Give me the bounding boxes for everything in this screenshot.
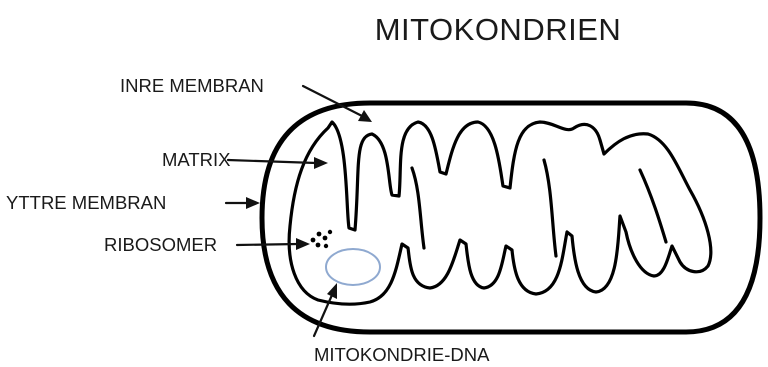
arrow-outer-membrane (226, 197, 260, 209)
label-ribosomes: RIBOSOMER (104, 234, 217, 255)
ribosome-dot (323, 236, 328, 241)
ribosome-dot (328, 230, 332, 234)
inner-membrane-shape (289, 122, 711, 304)
crista-detail-1 (412, 168, 424, 248)
diagram-title: MITOKONDRIEN (375, 12, 622, 47)
label-outer-membrane: YTTRE MEMBRAN (6, 192, 166, 213)
crista-detail-2 (544, 160, 556, 256)
ribosome-dot (324, 244, 328, 248)
label-inner-membrane: INRE MEMBRAN (120, 75, 264, 96)
crista-detail-3 (640, 170, 666, 242)
ribosome-dots (311, 230, 333, 248)
label-mitochondrial-dna: MITOKONDRIE-DNA (314, 344, 490, 365)
arrow-matrix (228, 157, 328, 169)
mitochondrial-dna-ring (326, 249, 380, 285)
ribosome-dot (317, 232, 322, 237)
ribosome-dot (316, 243, 321, 248)
ribosome-dot (311, 238, 316, 243)
label-matrix: MATRIX (162, 149, 231, 170)
arrow-ribosomes (237, 238, 310, 250)
